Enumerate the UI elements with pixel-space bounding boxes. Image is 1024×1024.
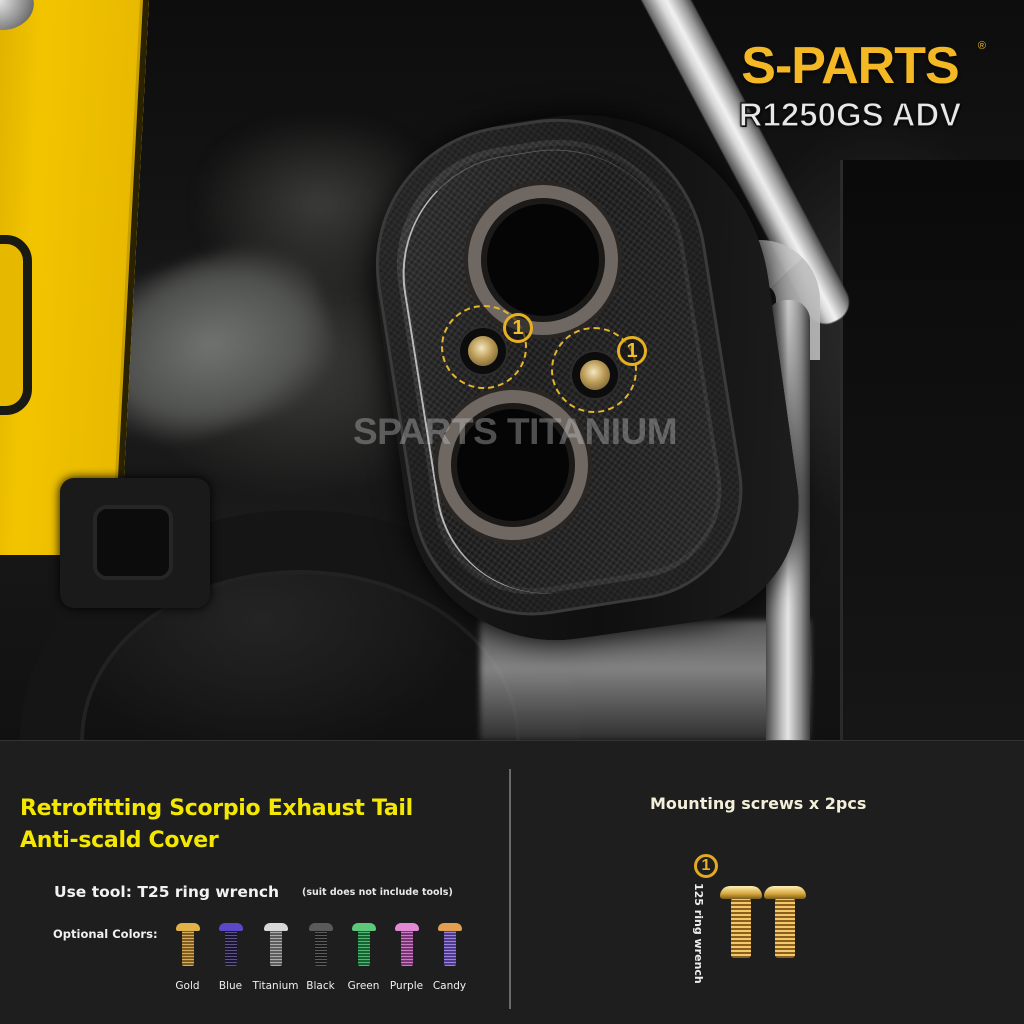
panel-bolt — [0, 0, 36, 30]
screw-icon — [437, 921, 463, 969]
highlight-ring-left — [441, 305, 527, 389]
color-name: Blue — [218, 980, 243, 992]
screw-icon — [263, 921, 289, 969]
title-line-2: Anti-scald Cover — [20, 828, 219, 853]
screw-icon — [308, 921, 334, 969]
bracket-hole — [93, 505, 173, 580]
screw-icon — [175, 921, 201, 969]
right-shadow — [840, 160, 1024, 740]
model-name: R1250GS ADV — [738, 95, 962, 133]
gold-screw-icon — [764, 886, 806, 961]
product-photo: 1 1 SPARTS TITANIUM S-PARTS ® R1250GS AD… — [0, 0, 1024, 740]
screw-icon — [351, 921, 377, 969]
screw-icon — [218, 921, 244, 969]
callout-number: 1 — [617, 336, 647, 366]
registered-mark: ® — [977, 40, 986, 52]
color-option-candy[interactable]: Candy — [428, 921, 471, 993]
color-name: Green — [347, 980, 380, 992]
color-name: Candy — [432, 980, 467, 992]
color-name: Black — [306, 980, 335, 992]
color-name: Gold — [175, 980, 200, 992]
watermark: SPARTS TITANIUM — [352, 411, 678, 452]
tool-note: (suit does not include tools) — [302, 887, 453, 898]
tool-requirement: Use tool: T25 ring wrench — [54, 883, 280, 901]
tool-vertical-label: 125 ring wrench — [692, 883, 705, 984]
exhaust-outlet-bottom — [438, 390, 588, 540]
color-name: Titanium — [252, 980, 299, 992]
brand-logo: S-PARTS — [741, 37, 959, 95]
color-name: Purple — [389, 980, 424, 992]
color-option-gold[interactable]: Gold — [166, 921, 209, 993]
product-title: Retrofitting Scorpio Exhaust Tail Anti-s… — [20, 793, 490, 857]
yellow-panel-cutout — [0, 235, 32, 415]
optional-colors-label: Optional Colors: — [53, 927, 158, 941]
screw-icon — [394, 921, 420, 969]
color-option-titanium[interactable]: Titanium — [252, 921, 299, 993]
brand-block: S-PARTS ® R1250GS ADV — [720, 37, 986, 134]
color-options: Gold Blue Titanium Black Green — [166, 921, 471, 993]
callout-number: 1 — [503, 313, 533, 343]
color-option-blue[interactable]: Blue — [209, 921, 252, 993]
title-line-1: Retrofitting Scorpio Exhaust Tail — [20, 796, 413, 821]
color-option-black[interactable]: Black — [299, 921, 342, 993]
section-divider — [509, 769, 511, 1009]
lower-frame — [480, 620, 810, 740]
mounting-title: Mounting screws x 2pcs — [650, 794, 867, 813]
gold-screw-icon — [720, 886, 762, 961]
info-panel: Retrofitting Scorpio Exhaust Tail Anti-s… — [0, 740, 1024, 1024]
callout-number: 1 — [694, 854, 718, 878]
highlight-ring-right — [551, 327, 637, 413]
color-option-green[interactable]: Green — [342, 921, 385, 993]
color-option-purple[interactable]: Purple — [385, 921, 428, 993]
